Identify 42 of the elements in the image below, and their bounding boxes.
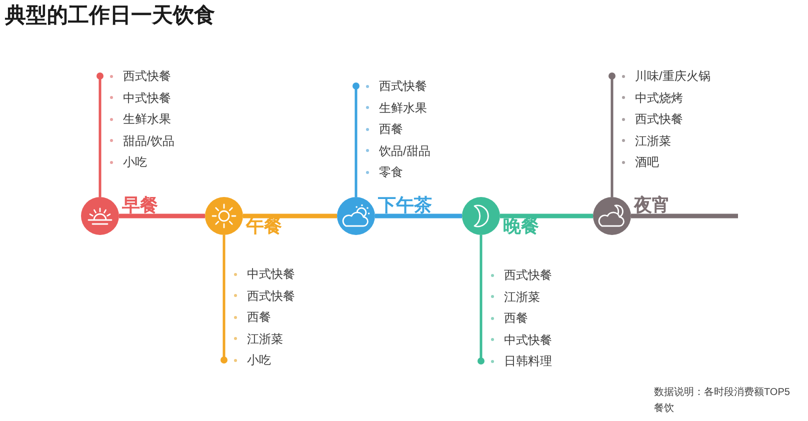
source-note: 数据说明：各时段消费额TOP5餐饮 [654,386,791,416]
list-item: 江浙菜 [635,134,671,148]
timeline-line [500,214,593,218]
list-item: 中式快餐 [247,267,295,281]
stem-line [608,72,616,197]
timeline-line [243,214,337,218]
list-item: 甜品/饮品 [123,134,174,148]
list-item: 西式快餐 [247,288,295,302]
list-item: 生鲜水果 [379,100,427,114]
stem-line [478,235,484,364]
timeline-line [119,214,205,218]
list-item: 饮品/甜品 [379,144,430,158]
list-item: 西式快餐 [379,79,427,93]
stem-line [220,235,228,364]
stem-line [96,72,104,197]
list-item: 酒吧 [635,155,659,169]
list-item: 西餐 [247,310,271,324]
list-item: 小吃 [247,353,271,367]
list-item: 西式快餐 [635,112,683,126]
list-item: 西式快餐 [504,268,552,282]
list-item: 中式快餐 [504,332,552,346]
list-item: 日韩料理 [504,354,552,368]
list-item: 西式快餐 [123,69,171,83]
meal-label: 午餐 [246,218,282,235]
list-item: 中式烧烤 [635,90,683,104]
meal-label: 下午茶 [378,197,432,214]
list-item: 江浙菜 [247,332,283,346]
list-item: 川味/重庆火锅 [635,69,710,83]
list-item: 西餐 [379,122,403,136]
list-item: 零食 [379,165,403,179]
meal-label: 夜宵 [634,197,670,214]
title: 典型的工作日一天饮食 [5,3,215,29]
list-item: 中式快餐 [123,90,171,104]
list-item: 小吃 [123,155,147,169]
meal-label: 晚餐 [503,218,539,235]
meal-label: 早餐 [122,197,158,214]
timeline-line [631,214,738,218]
list-item: 西餐 [504,311,528,325]
timeline-line [375,214,462,218]
list-item: 生鲜水果 [123,112,171,126]
stem-line [352,82,360,197]
list-item: 江浙菜 [504,290,540,304]
